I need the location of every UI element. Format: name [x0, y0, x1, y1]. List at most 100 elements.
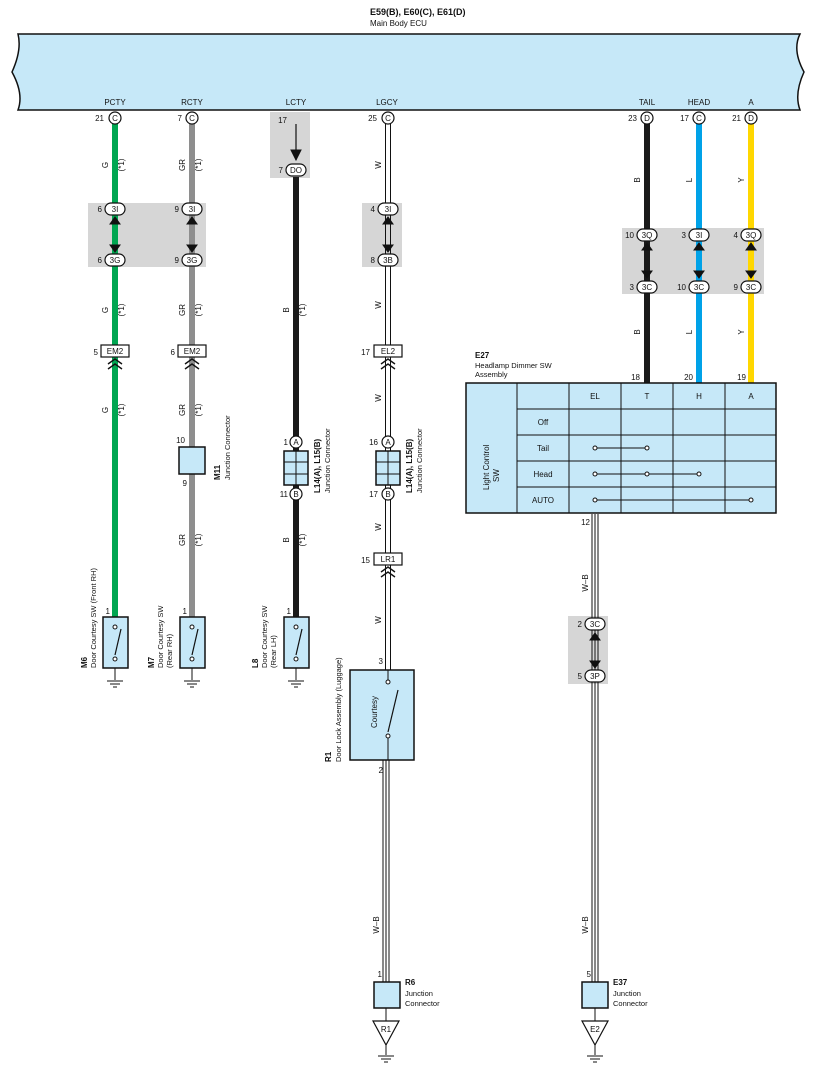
code-head-2: L: [685, 329, 694, 334]
svg-text:L14(A), L15(B): L14(A), L15(B): [405, 438, 414, 493]
switch-l8: 1 L8 Door Courtesy SW (Rear LH): [251, 605, 310, 688]
svg-text:Door Lock Assembly (Luggage): Door Lock Assembly (Luggage): [334, 657, 343, 762]
svg-text:10: 10: [176, 436, 185, 445]
connector-3b: 8 3B: [371, 253, 399, 267]
svg-text:Junction Connector: Junction Connector: [323, 428, 332, 493]
ecu-subtitle: Main Body ECU: [370, 19, 427, 28]
svg-text:LR1: LR1: [381, 555, 396, 564]
note-pcty-3: (*1): [117, 403, 126, 416]
e27-col-el: EL: [590, 392, 600, 401]
svg-text:1: 1: [183, 607, 188, 616]
connector-3c-lower: 2 3C: [578, 617, 606, 631]
svg-text:11: 11: [280, 490, 289, 499]
wire-e27-to-e37: [591, 514, 599, 982]
note-rcty-3: (*1): [194, 403, 203, 416]
svg-text:17: 17: [361, 348, 370, 357]
svg-text:Junction: Junction: [613, 989, 641, 998]
switch-m7: 1 M7 Door Courtesy SW (Rear RH): [147, 605, 206, 688]
svg-text:7: 7: [178, 114, 183, 123]
svg-text:C: C: [189, 114, 195, 123]
note-lcty-1: (*1): [298, 303, 307, 316]
svg-text:1: 1: [106, 607, 111, 616]
svg-text:B: B: [385, 490, 390, 499]
ecu-pin-label-tail: TAIL: [639, 98, 656, 107]
code-lgcy-2: W: [374, 301, 383, 309]
ecu-pin-a: 21 D: [732, 111, 758, 125]
svg-text:C: C: [385, 114, 391, 123]
junction-e37: 5 E37 Junction Connector: [581, 970, 648, 1021]
code-wb-e37: W–B: [581, 916, 590, 933]
code-pcty-3: G: [101, 407, 110, 413]
e27-row-off: Off: [538, 418, 549, 427]
svg-text:A: A: [385, 438, 391, 447]
wire-r1-to-r6: [382, 760, 390, 982]
svg-text:17: 17: [369, 490, 378, 499]
svg-text:L8: L8: [251, 658, 260, 668]
svg-text:M11: M11: [213, 464, 222, 480]
connector-em2-rcty: 6 EM2: [171, 344, 207, 370]
svg-text:17: 17: [680, 114, 689, 123]
svg-text:16: 16: [369, 438, 378, 447]
svg-text:10: 10: [625, 231, 634, 240]
ecu-pin-rcty: 7 C: [178, 111, 199, 125]
ecu-pin-lgcy: 25 C: [368, 111, 395, 125]
connector-3i-head: 3 3I: [682, 228, 710, 242]
ecu-pin-head: 17 C: [680, 111, 706, 125]
door-lock-assembly-r1: 3 Courtesy 2 R1 Door Lock Assembly (Lugg…: [324, 657, 415, 775]
connector-em2-pcty: 5 EM2: [94, 344, 130, 370]
connector-lr1: 15 LR1: [361, 552, 403, 578]
svg-text:B: B: [293, 490, 298, 499]
svg-text:25: 25: [368, 114, 377, 123]
svg-text:R6: R6: [405, 978, 416, 987]
svg-text:6: 6: [171, 348, 176, 357]
svg-text:DO: DO: [290, 166, 302, 175]
svg-text:7: 7: [279, 166, 284, 175]
code-tail-2: B: [633, 329, 642, 334]
headlamp-dimmer-sw-e27: E27 Headlamp Dimmer SW Assembly 18 20 19…: [465, 351, 777, 527]
connector-3i-pcty: 6 3I: [98, 202, 126, 216]
ground-e2: E2: [580, 1020, 610, 1063]
connector-3c-a: 9 3C: [734, 280, 762, 294]
e27-row-auto: AUTO: [532, 496, 554, 505]
ecu-pin-label-a: A: [748, 98, 754, 107]
note-lcty-2: (*1): [298, 533, 307, 546]
junction-r6: 1 R6 Junction Connector: [373, 970, 440, 1021]
svg-text:9: 9: [175, 205, 180, 214]
connector-3g-rcty: 9 3G: [175, 253, 203, 267]
junction-l14-lgcy: 16 A 17 B L14(A), L15(B) Junction Connec…: [369, 428, 424, 501]
code-lgcy-3: W: [374, 394, 383, 402]
svg-text:E37: E37: [613, 978, 628, 987]
svg-text:3C: 3C: [590, 620, 600, 629]
note-pcty-2: (*1): [117, 303, 126, 316]
svg-text:3: 3: [379, 657, 384, 666]
svg-text:C: C: [112, 114, 118, 123]
code-rcty-3: GR: [178, 404, 187, 416]
note-rcty-1: (*1): [194, 158, 203, 171]
svg-text:5: 5: [578, 672, 583, 681]
connector-3p: 5 3P: [578, 669, 606, 683]
code-lgcy-5: W: [374, 616, 383, 624]
e27-col-a: A: [748, 392, 754, 401]
svg-text:Door Courtesy SW: Door Courtesy SW: [260, 605, 269, 668]
svg-text:3C: 3C: [642, 283, 652, 292]
svg-text:8: 8: [371, 256, 376, 265]
ecu-pin-pcty: 21 C: [95, 111, 122, 125]
svg-text:3B: 3B: [383, 256, 393, 265]
mating-arrows: [109, 149, 757, 669]
svg-text:3C: 3C: [746, 283, 756, 292]
ecu-pin-label-lcty: LCTY: [286, 98, 307, 107]
svg-text:3C: 3C: [694, 283, 704, 292]
note-rcty-4: (*1): [194, 533, 203, 546]
svg-text:Junction Connector: Junction Connector: [223, 415, 232, 480]
ecu-pin-label-pcty: PCTY: [104, 98, 126, 107]
svg-text:3G: 3G: [110, 256, 121, 265]
svg-text:3: 3: [682, 231, 687, 240]
svg-text:1: 1: [284, 438, 289, 447]
svg-text:3G: 3G: [187, 256, 198, 265]
svg-text:3I: 3I: [385, 205, 392, 214]
svg-text:SW: SW: [492, 469, 501, 482]
connector-3c-head: 10 3C: [677, 280, 710, 294]
code-a-1: Y: [737, 177, 746, 183]
svg-text:20: 20: [684, 373, 693, 382]
ecu-pin-label-head: HEAD: [688, 98, 710, 107]
